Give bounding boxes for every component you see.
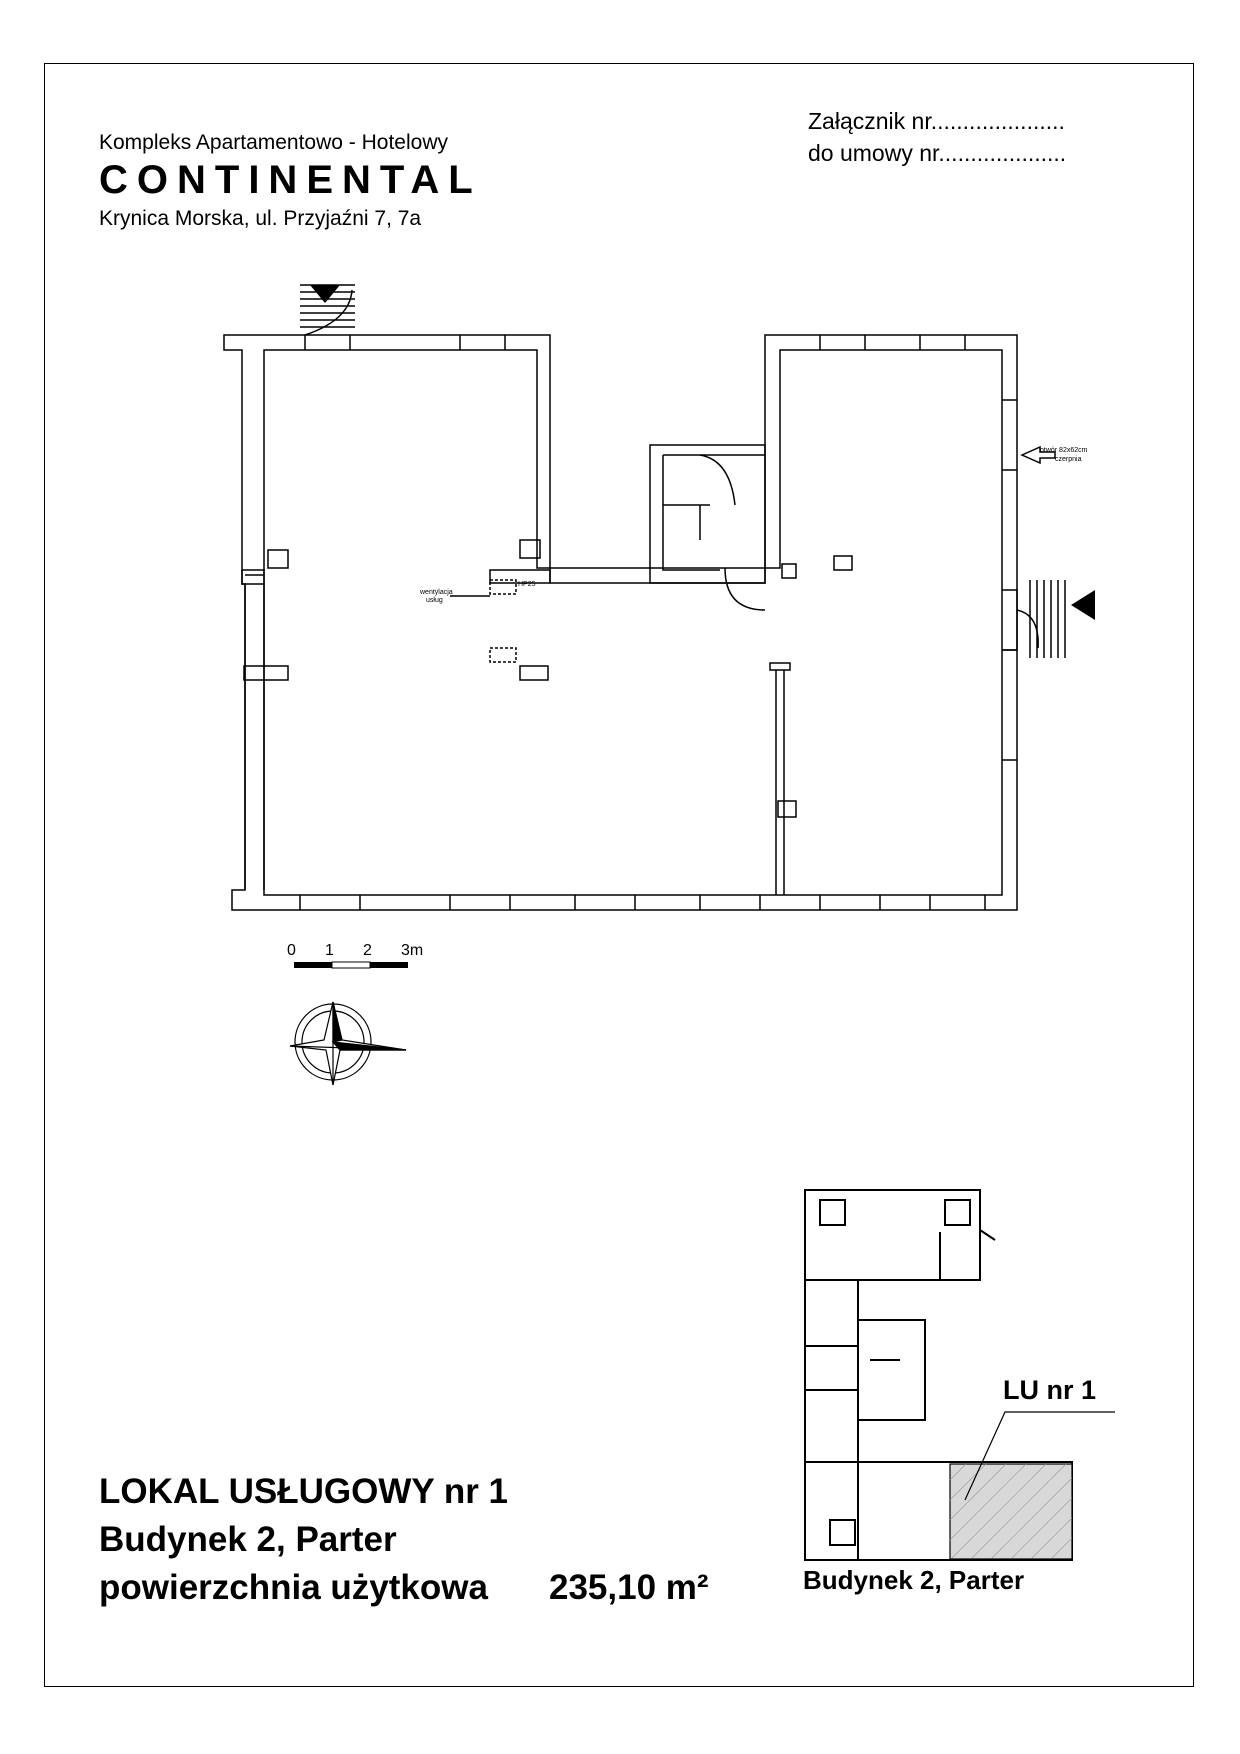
unit-building: Budynek 2, Parter <box>99 1520 397 1559</box>
annex-block: Załącznik nr..................... do umo… <box>808 105 1066 169</box>
opening-label: otwór 82x62cm <box>1040 447 1088 454</box>
scale-tick-label: 1 <box>325 942 334 959</box>
bathroom-divider <box>663 504 710 540</box>
unit-area-label: powierzchnia użytkowa <box>99 1568 488 1607</box>
key-plan-wall <box>805 1319 926 1421</box>
outer-wall <box>223 334 1018 911</box>
window-left <box>244 574 265 890</box>
window-bottom <box>299 895 986 910</box>
unit-floor-plan <box>223 284 1066 911</box>
window-top <box>304 335 966 350</box>
lu-leader <box>964 1411 1115 1501</box>
service-box <box>781 563 797 579</box>
bathroom-door-inner <box>699 454 736 506</box>
contract-line: do umowy nr.................... <box>808 140 1067 166</box>
service-box <box>243 665 289 681</box>
sheet-frame <box>44 63 1194 1687</box>
scale-segment <box>294 962 332 968</box>
vent-duct <box>489 647 517 663</box>
company-name: Kompleks Apartamentowo - Hotelowy <box>99 131 448 154</box>
brand-title: CONTINENTAL <box>99 158 482 202</box>
unit-area-row: powierzchnia użytkowa 235,10 m² <box>99 1564 709 1612</box>
vent-duct <box>489 579 517 595</box>
scale-tick-label: 0 <box>287 942 296 959</box>
key-plan-outline <box>804 1189 981 1281</box>
opening-label-2: czerpnia <box>1055 456 1082 463</box>
opening-arrow <box>1020 445 1056 465</box>
interior-partition <box>769 662 791 895</box>
entrance-door-top <box>304 289 353 336</box>
unit-area-value: 235,10 m² <box>549 1568 709 1607</box>
annex-line: Załącznik nr..................... <box>808 108 1065 134</box>
ventilation-label-2: usług <box>426 597 443 604</box>
lu-highlight <box>949 1463 1073 1560</box>
service-box <box>777 800 797 818</box>
key-plan-wall <box>939 1229 996 1280</box>
service-box <box>833 555 853 571</box>
unit-info: LOKAL USŁUGOWY nr 1 Budynek 2, Parter po… <box>99 1468 709 1612</box>
ventilation-label: wentylacja <box>419 589 453 596</box>
key-plan-wall <box>819 1199 971 1546</box>
scale-segment <box>370 962 408 968</box>
inner-wall <box>263 349 1003 896</box>
entrance-door-right <box>1002 589 1039 651</box>
entrance-stairs-right <box>1029 580 1066 658</box>
hp-label: HP25 <box>518 581 536 588</box>
service-box <box>519 539 541 559</box>
entrance-arrow-right-icon <box>1071 590 1095 620</box>
scale-tick-label: 3m <box>401 942 423 959</box>
address: Krynica Morska, ul. Przyjaźni 7, 7a <box>99 207 422 230</box>
service-box <box>267 549 289 569</box>
north-arrow-icon <box>289 1001 407 1086</box>
unit-title: LOKAL USŁUGOWY nr 1 <box>99 1472 509 1511</box>
bathroom-walls <box>649 444 766 584</box>
scale-tick-label: 2 <box>363 942 372 959</box>
middle-wall <box>489 569 551 584</box>
key-plan-caption: Budynek 2, Parter <box>803 1565 1025 1595</box>
service-box <box>519 665 549 681</box>
window-right <box>1002 399 1017 761</box>
key-plan-wall <box>804 1280 859 1561</box>
scale-bar: 0 1 2 3m <box>287 942 423 969</box>
scale-segment <box>331 961 371 969</box>
lu-hatch <box>949 1463 1073 1559</box>
key-plan <box>804 1189 1115 1561</box>
bathroom-door <box>724 567 766 611</box>
key-plan-unit-label: LU nr 1 <box>1003 1375 1097 1405</box>
entrance-arrow-top-icon <box>310 285 340 303</box>
left-partition <box>241 569 265 585</box>
